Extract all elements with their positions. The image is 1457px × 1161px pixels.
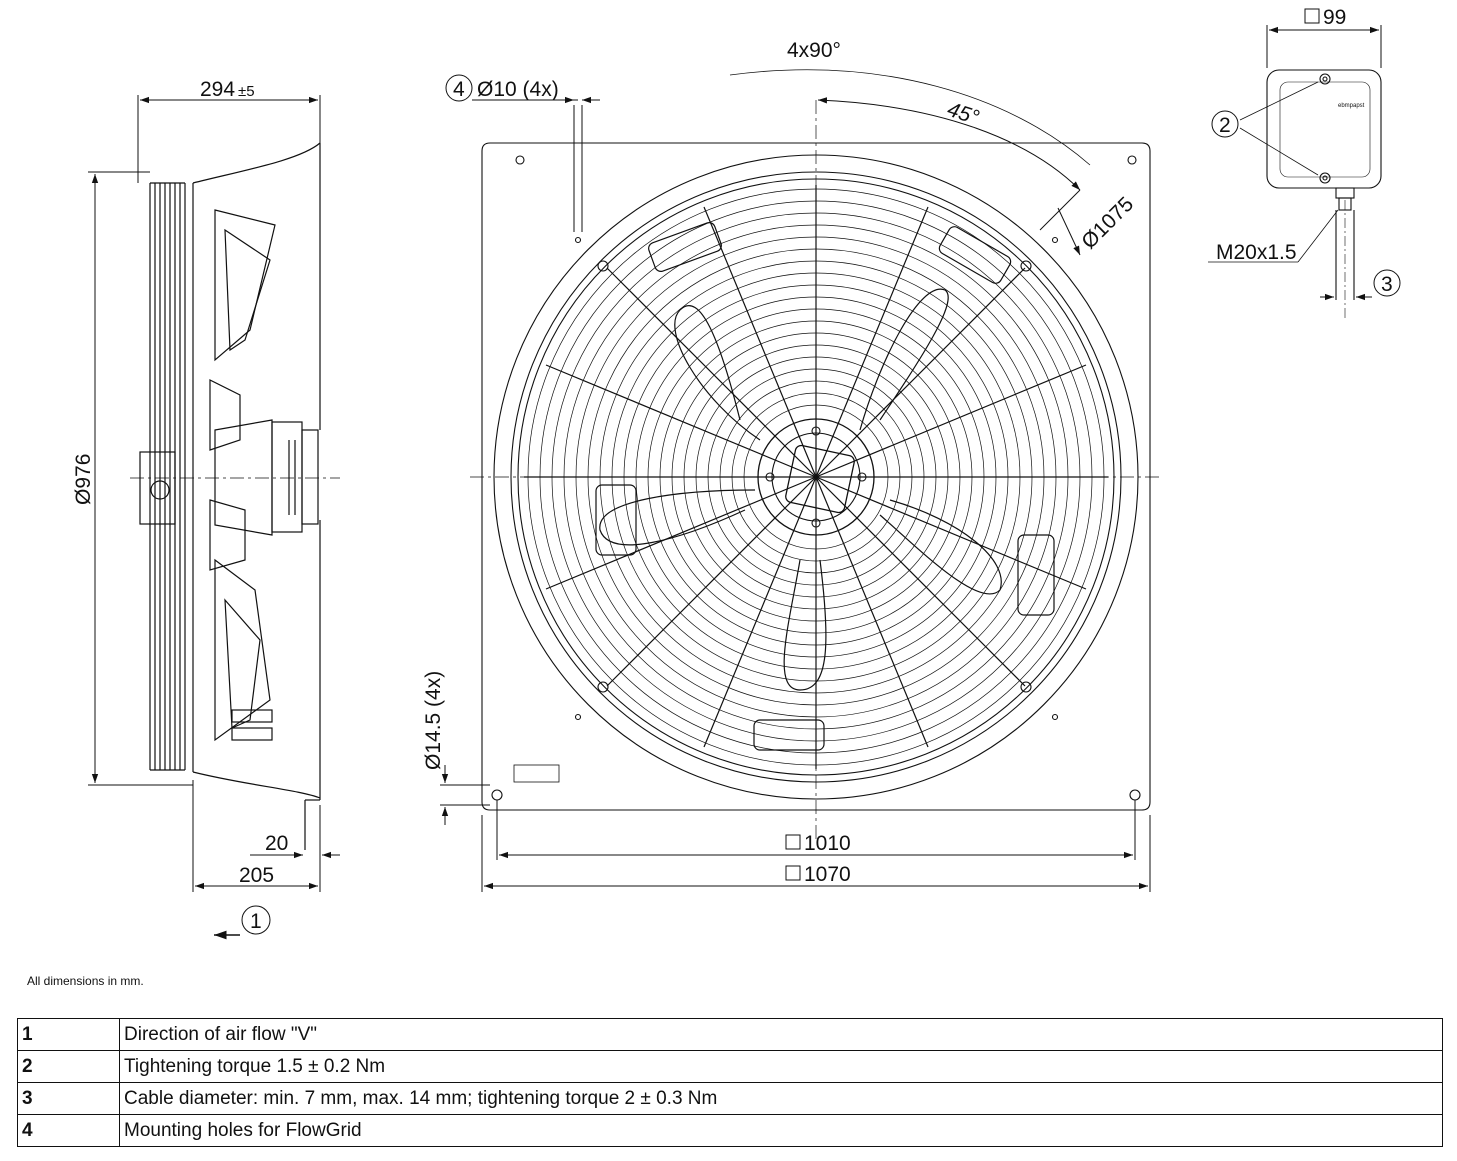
dim-box-square: 99 — [1323, 6, 1346, 29]
legend-number: 3 — [17, 1082, 120, 1115]
corner-hole — [491, 789, 503, 801]
svg-text:2: 2 — [1219, 114, 1231, 137]
side-nozzle — [192, 142, 321, 850]
guard-screw — [597, 260, 609, 272]
svg-text:3: 3 — [1381, 273, 1393, 296]
legend-text: Mounting holes for FlowGrid — [119, 1114, 1443, 1147]
guard-screw — [1020, 260, 1032, 272]
legend-number: 1 — [17, 1018, 120, 1051]
box-dimensions — [1266, 8, 1382, 301]
flowgrid-hole — [1051, 713, 1059, 721]
impeller-blades — [595, 222, 1055, 751]
flowgrid-hole — [1051, 236, 1059, 244]
callout-1: 1 — [241, 905, 271, 935]
dim-depth-total: 294 — [200, 78, 235, 101]
corner-hole — [1129, 789, 1141, 801]
terminal-box-outline — [1266, 69, 1382, 189]
legend-row: 1 Direction of air flow "V" — [17, 1018, 1443, 1051]
legend-text: Cable diameter: min. 7 mm, max. 14 mm; t… — [119, 1082, 1443, 1115]
legend-text: Direction of air flow "V" — [119, 1018, 1443, 1051]
flowgrid-hole — [574, 236, 582, 244]
dim-depth-205: 205 — [239, 864, 274, 887]
dim-holes-small: Ø10 (4x) — [477, 78, 559, 101]
corner-hole — [515, 155, 525, 165]
callout-3: 3 — [1373, 269, 1401, 297]
legend-row: 2 Tightening torque 1.5 ± 0.2 Nm — [17, 1050, 1443, 1083]
side-view — [130, 142, 340, 850]
technical-drawing: 294 ±5 Ø976 20 205 1 — [72, 6, 1401, 940]
dim-depth-tol: ±5 — [238, 83, 255, 100]
legend-number: 2 — [17, 1050, 120, 1083]
front-dimensions — [440, 69, 1151, 892]
callout-4: 4 — [445, 74, 473, 102]
dim-outer-square: 1070 — [804, 863, 851, 886]
legend-row: 3 Cable diameter: min. 7 mm, max. 14 mm;… — [17, 1082, 1443, 1115]
svg-text:1: 1 — [250, 910, 262, 933]
side-guard — [149, 182, 186, 771]
flowgrid-hole — [574, 713, 582, 721]
legend-row: 4 Mounting holes for FlowGrid — [17, 1114, 1443, 1147]
guard-screw — [1020, 681, 1032, 693]
guard-screw — [597, 681, 609, 693]
motor-terminal-box — [785, 444, 855, 514]
dim-inner-square: 1010 — [804, 832, 851, 855]
legend-table: 1 Direction of air flow "V" 2 Tightening… — [17, 1018, 1443, 1147]
dim-flange: 20 — [265, 832, 288, 855]
side-motor — [139, 419, 319, 536]
terminal-box-view — [1208, 69, 1382, 320]
dim-side-diameter: Ø976 — [72, 454, 95, 505]
units-note: All dimensions in mm. — [27, 974, 144, 988]
legend-text: Tightening torque 1.5 ± 0.2 Nm — [119, 1050, 1443, 1083]
terminal-box-brand: ebmpapst — [1338, 103, 1365, 109]
mounting-plate — [481, 142, 1151, 811]
svg-text:4: 4 — [453, 78, 465, 101]
side-blades — [209, 209, 276, 742]
legend-number: 4 — [17, 1114, 120, 1147]
side-dimensions — [88, 95, 340, 940]
dim-angle-4x90: 4x90° — [787, 39, 841, 62]
dim-angle-45: 45° — [944, 98, 981, 130]
dim-gland: M20x1.5 — [1216, 241, 1297, 264]
front-view — [470, 100, 1160, 840]
dim-pitch-diameter: Ø1075 — [1077, 193, 1138, 254]
dim-holes-large: Ø14.5 (4x) — [422, 671, 445, 770]
corner-hole — [1127, 155, 1137, 165]
callout-2: 2 — [1211, 110, 1239, 138]
